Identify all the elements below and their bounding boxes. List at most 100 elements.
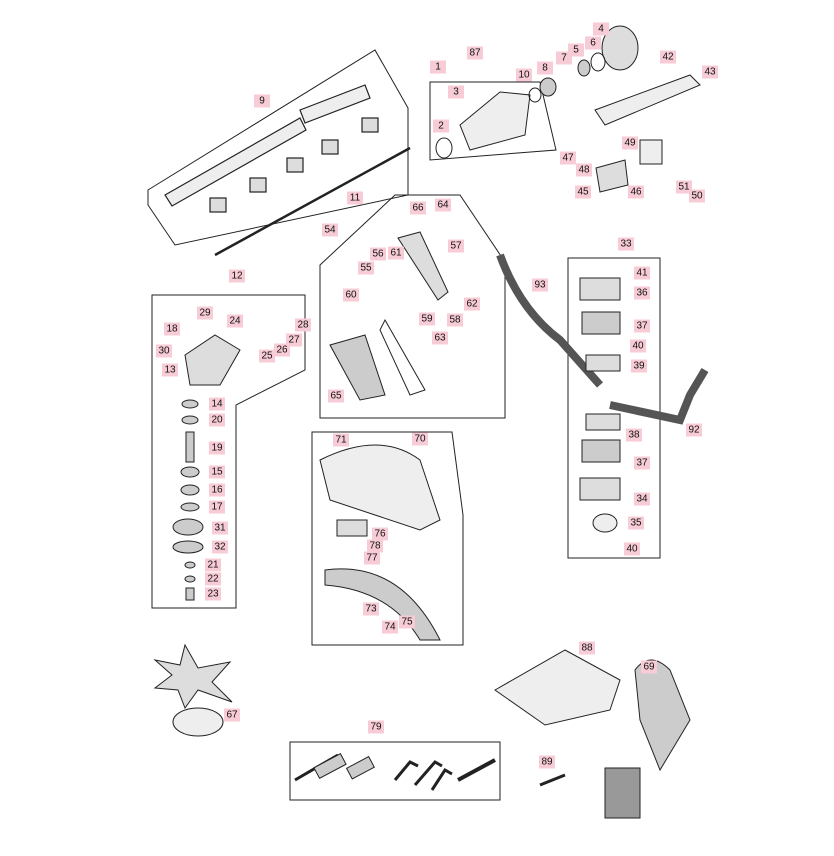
callout-20: 20 [209,413,225,427]
group-box-1 [429,81,557,161]
callout-73: 73 [363,602,379,616]
group-box-9 [147,49,409,246]
callout-58: 58 [447,313,463,327]
callout-16: 16 [209,483,225,497]
throttle-housing-part [397,231,449,301]
group-box-70 [311,431,464,646]
gear-case-part [184,334,241,386]
callout-25: 25 [259,349,275,363]
callout-11: 11 [347,191,363,205]
callout-19: 19 [209,441,225,455]
throttle-grip-part [329,334,386,401]
callout-37-lower: 37 [634,456,650,470]
clamp-part [595,159,629,193]
callout-15: 15 [209,465,225,479]
callout-64: 64 [435,198,451,212]
callout-48: 48 [576,163,592,177]
callout-17: 17 [209,500,225,514]
callout-37: 37 [634,319,650,333]
callout-67: 67 [224,708,240,722]
clutch-housing-part [459,91,531,151]
callout-35: 35 [628,516,644,530]
callout-66: 66 [410,201,426,215]
callout-40: 40 [630,339,646,353]
group-box-79 [289,741,501,801]
callout-45: 45 [575,185,591,199]
callout-28: 28 [295,318,311,332]
throttle-cable-part [379,318,426,396]
callout-12: 12 [229,269,245,283]
callout-78: 78 [367,539,383,553]
callout-54: 54 [322,223,338,237]
callout-60: 60 [343,288,359,302]
callout-8: 8 [537,61,553,75]
callout-1: 1 [430,60,446,74]
callout-4: 4 [593,22,609,36]
callout-79: 79 [368,720,384,734]
group-box-12 [151,294,306,609]
callout-89: 89 [539,755,555,769]
callout-71: 71 [333,433,349,447]
callout-41: 41 [634,266,650,280]
spark-plug-tool [539,773,566,787]
callout-55: 55 [358,261,374,275]
callout-34: 34 [634,492,650,506]
group-box-33 [567,257,661,559]
callout-69: 69 [641,660,657,674]
callout-40-lower: 40 [624,542,640,556]
skid-plate-part [494,649,621,726]
callout-23: 23 [205,587,221,601]
clutch-drum-part [601,25,639,71]
callout-22: 22 [205,572,221,586]
callout-70: 70 [412,432,428,446]
callout-61: 61 [388,246,404,260]
callout-92: 92 [686,423,702,437]
callout-13: 13 [162,363,178,377]
shaft-tube-part [164,84,379,213]
callout-77: 77 [364,551,380,565]
callout-57: 57 [448,239,464,253]
callout-63: 63 [432,331,448,345]
callout-75: 75 [399,615,415,629]
callout-14: 14 [209,397,225,411]
callout-36: 36 [634,286,650,300]
callout-76: 76 [372,527,388,541]
drive-shaft-part [214,146,411,257]
callout-31: 31 [212,521,228,535]
callout-21: 21 [205,558,221,572]
callout-38: 38 [626,428,642,442]
callout-10: 10 [516,68,532,82]
callout-33: 33 [618,237,634,251]
callout-9: 9 [254,94,270,108]
handle-bar-part-92 [609,367,709,425]
blade-guard-part [319,444,441,531]
callout-29: 29 [197,306,213,320]
callout-18: 18 [164,322,180,336]
callout-59: 59 [419,312,435,326]
cup-part [172,707,224,737]
callout-88: 88 [579,641,595,655]
callout-51: 51 [676,180,692,194]
callout-24: 24 [227,314,243,328]
callout-65: 65 [328,389,344,403]
ring-part [435,137,453,159]
callout-46: 46 [628,185,644,199]
harness-part [634,659,691,772]
callout-3: 3 [448,85,464,99]
callout-39: 39 [631,359,647,373]
grip-sleeve-part [639,139,663,165]
callout-30: 30 [156,344,172,358]
callout-47: 47 [560,151,576,165]
callout-27: 27 [286,333,302,347]
callout-2: 2 [433,119,449,133]
callout-6: 6 [585,36,601,50]
blade-part [153,643,233,710]
callout-43: 43 [702,65,718,79]
callout-62: 62 [464,297,480,311]
callout-74: 74 [382,620,398,634]
callout-42: 42 [660,50,676,64]
callout-49: 49 [622,136,638,150]
callout-26: 26 [274,343,290,357]
